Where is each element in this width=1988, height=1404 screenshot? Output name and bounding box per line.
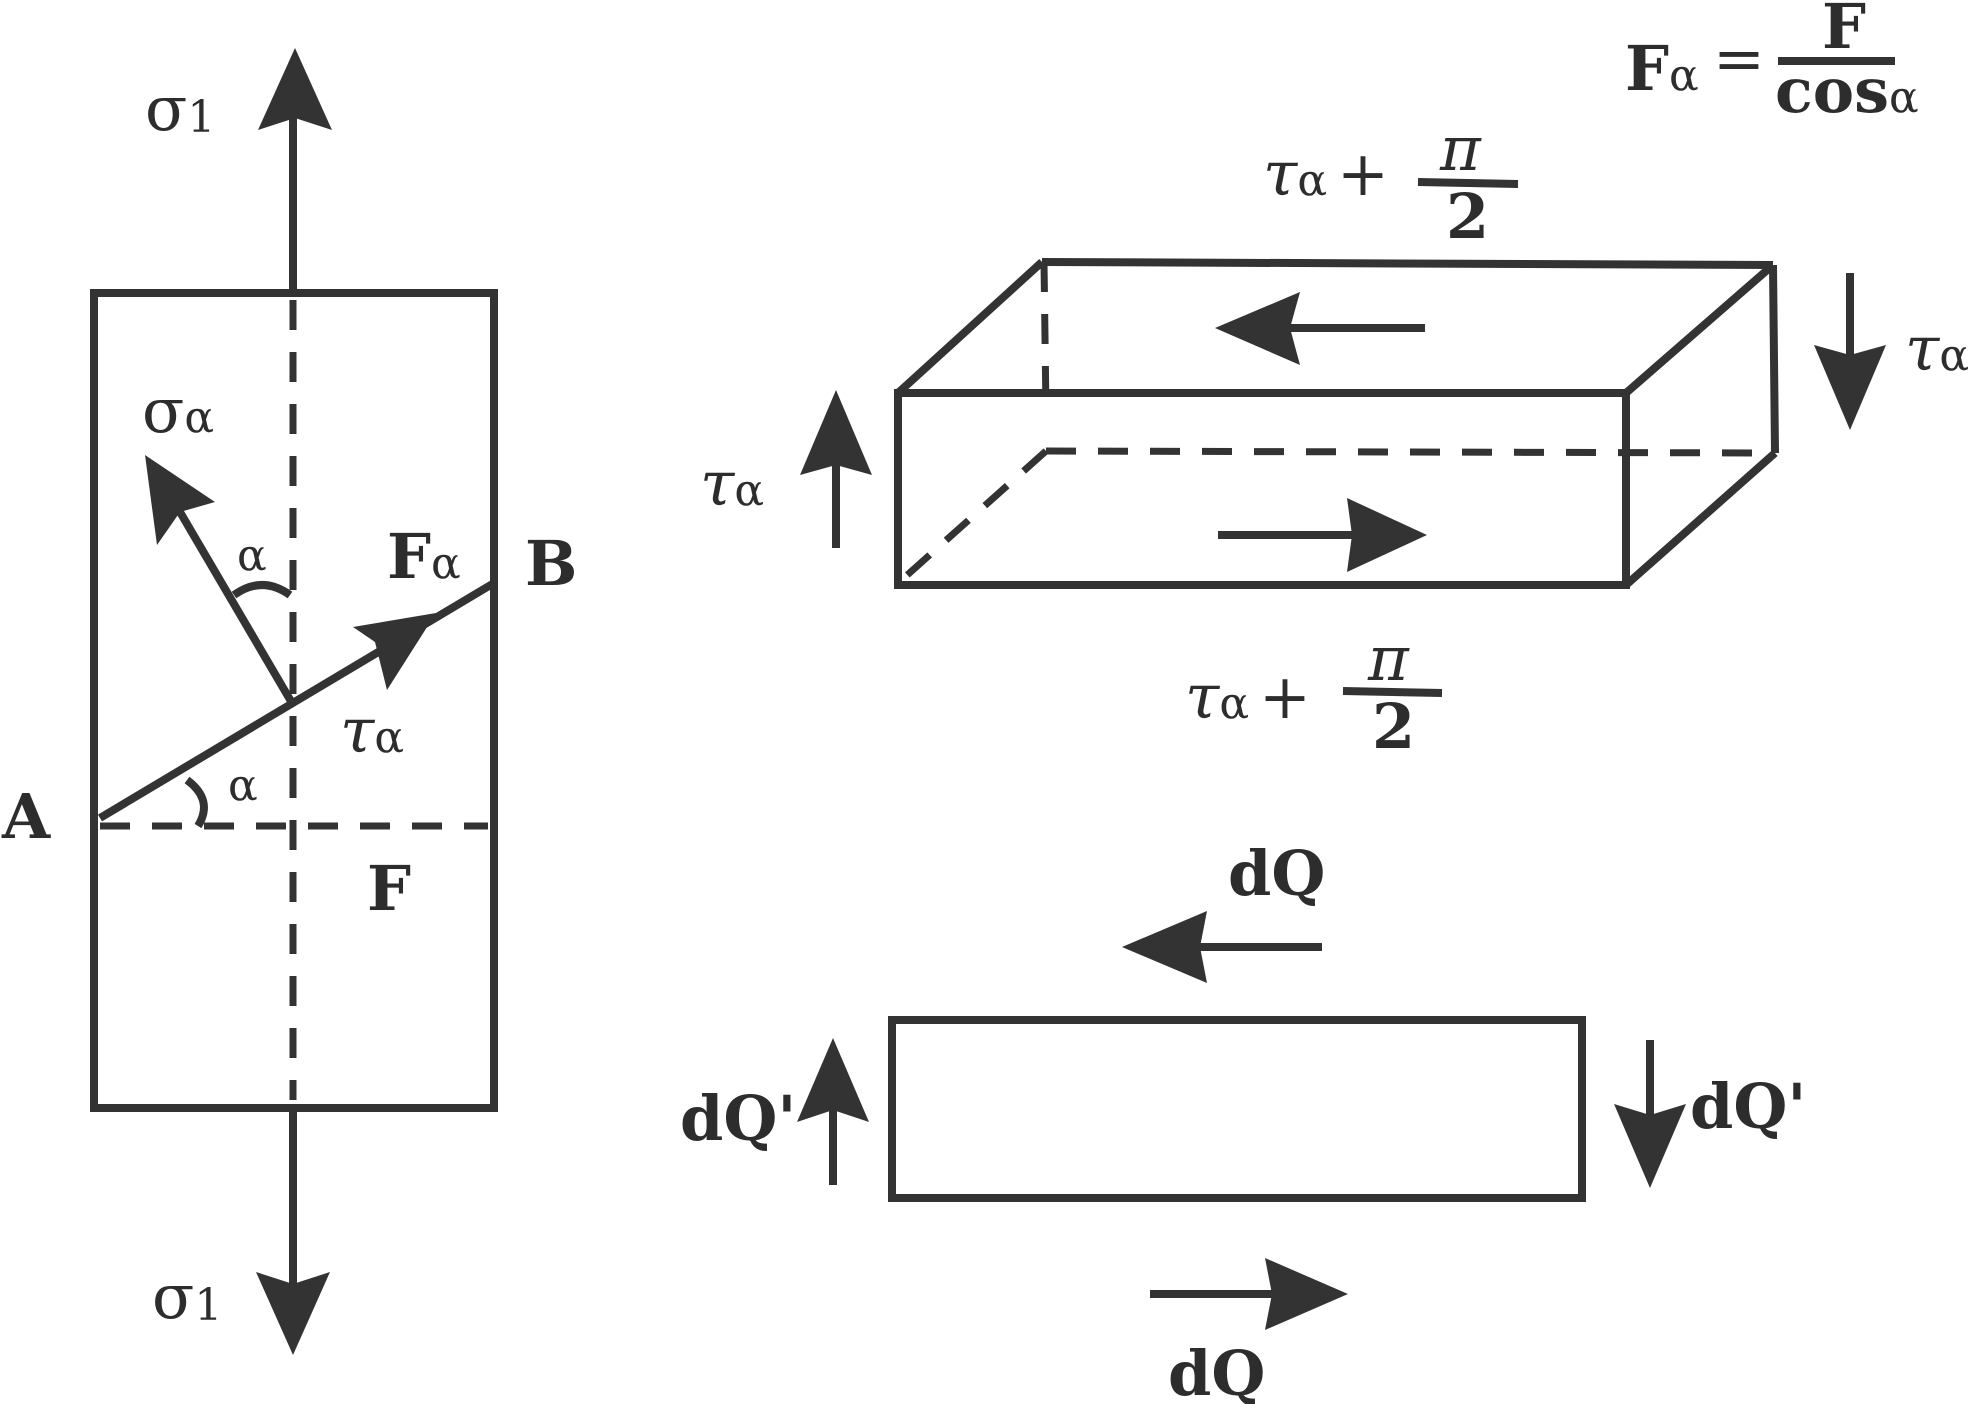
hidden-bottom-left-edge [902,448,1049,580]
shear-element-3d: τα+ π 2 τα τα τα+ π 2 [700,112,1969,763]
formula-numerator: F [1822,0,1866,63]
alpha-angle-top-label: α [237,530,267,581]
inclined-plane-ab [97,579,497,822]
pi-top-numerator: π [1439,112,1482,185]
dq-bottom-label: dQ [1168,1337,1265,1404]
f-alpha-label: Fα [387,520,461,593]
tau-right-arrowhead [1814,345,1886,430]
point-b-label: B [525,527,577,600]
dq-top-arrowhead [1122,911,1207,983]
tau-top-arrowhead [1215,292,1300,365]
tau-left-label: τα [700,447,764,520]
tau-bottom-arrowhead [1347,498,1427,572]
force-f-label: F [367,852,411,925]
sigma1-bottom-label: σ1 [152,1260,222,1333]
sigma-alpha-arrowhead [145,455,215,545]
box-back-right-vertical [1769,264,1779,454]
alpha-angle-bottom-label: α [228,760,258,811]
dq-prime-right-label: dQ' [1690,1070,1806,1143]
sigma1-top-arrowhead [258,48,332,130]
sigma1-top-label: σ1 [145,72,215,145]
dq-bottom-arrowhead [1265,1258,1348,1330]
hidden-bottom-back-edge [1045,447,1774,457]
hidden-vertical-edge [1040,261,1050,413]
element-rectangle [888,1016,1586,1202]
pi-bottom-fraction-bar [1342,687,1443,697]
angle-arc-bottom [184,776,208,829]
box-bottom-right-edge [1623,450,1778,588]
box-top-right-edge [1623,261,1776,397]
dq-prime-left-arrowhead [797,1038,869,1122]
box-top-back-edge [1041,258,1774,269]
shear-element-2d: dQ dQ' dQ' dQ [680,837,1806,1404]
sigma1-bottom-arrowhead [256,1272,330,1355]
formula-equals: = [1713,22,1765,95]
formula-lhs: Fα [1625,32,1699,105]
tau-left-arrowhead [800,390,872,475]
tau-bottom-label: τα+ [1185,660,1311,733]
pi-top-fraction-bar [1417,178,1519,188]
formula-denominator: cosα [1775,54,1919,127]
tau-alpha-label: τα [340,694,404,767]
box-top-left-edge [895,259,1045,396]
sigma-alpha-shaft [176,509,296,706]
pi-bottom-denominator: 2 [1372,690,1415,763]
pi-top-denominator: 2 [1446,180,1489,253]
pi-bottom-numerator: π [1367,622,1410,695]
point-a-label: A [1,780,51,853]
f-alpha-arrowhead [353,613,436,690]
f-alpha-formula: Fα = F cosα [1625,0,1919,127]
tau-right-label: τα [1905,312,1969,385]
dq-prime-right-arrowhead [1614,1104,1686,1188]
box-front-face [894,389,1630,589]
dq-top-label: dQ [1228,837,1325,910]
angle-arc-top [231,581,293,599]
tension-bar-figure: σ1 σα α Fα B τα α A F σ1 [1,48,577,1355]
tau-top-label: τα+ [1263,137,1389,210]
sigma-alpha-label: σα [142,374,214,447]
dq-prime-left-label: dQ' [680,1082,796,1155]
